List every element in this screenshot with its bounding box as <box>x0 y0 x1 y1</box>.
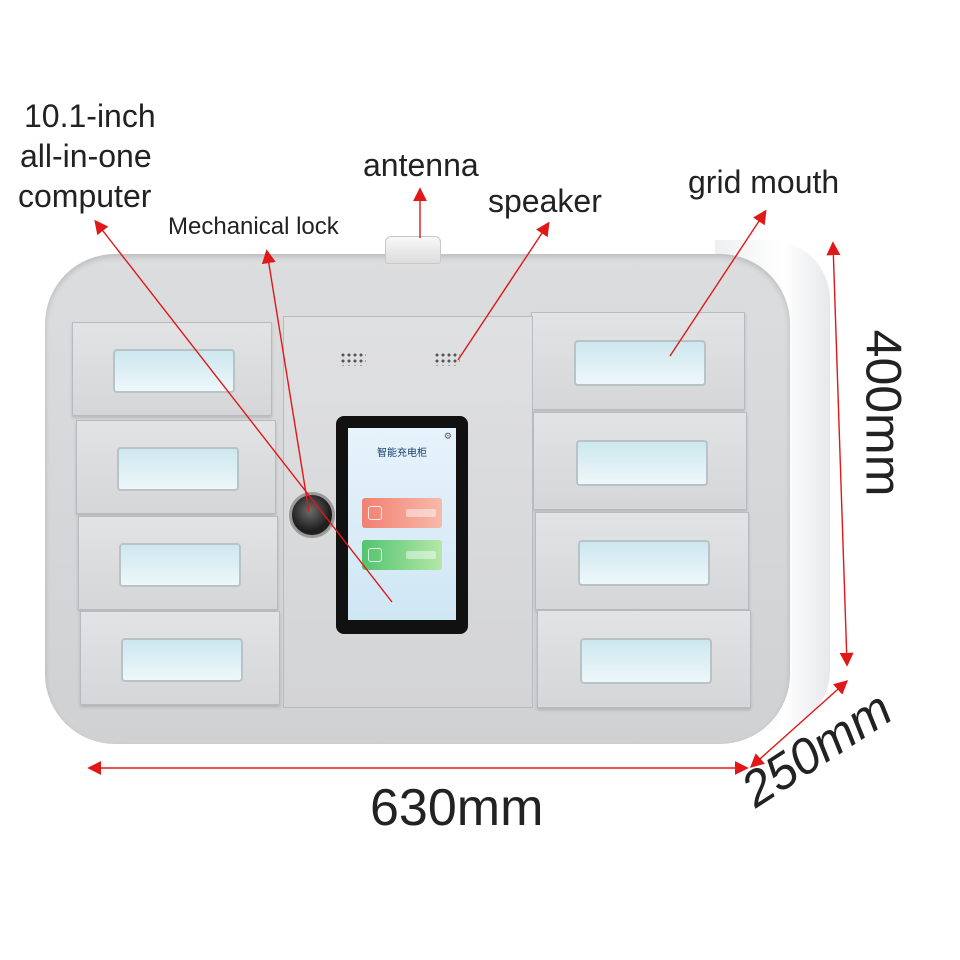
lock-icon[interactable] <box>289 492 335 538</box>
locker-window <box>578 539 710 587</box>
mechanical-lock-label: Mechanical lock <box>168 213 339 240</box>
height-dimension-label: 400mm <box>855 329 912 497</box>
locker-window <box>120 637 244 683</box>
battery-icon <box>368 506 382 520</box>
computer-label-line3: computer <box>18 178 152 214</box>
speaker-label: speaker <box>488 183 602 219</box>
locker-window <box>112 348 236 394</box>
width-dimension-label: 630mm <box>370 779 544 837</box>
screen-title: 智能充电柜 <box>377 448 427 459</box>
grid-mouth-label: grid mouth <box>688 164 840 200</box>
speaker-icon <box>434 352 460 366</box>
height-dimension-arrow <box>826 241 854 667</box>
locker-door <box>533 412 747 510</box>
locker-door <box>76 420 276 514</box>
screen-red-button[interactable] <box>362 498 442 528</box>
screen-green-button[interactable] <box>362 540 442 570</box>
locker-window <box>576 439 708 487</box>
locker-door <box>72 322 272 416</box>
antenna-icon <box>385 236 441 264</box>
button-text-placeholder <box>406 551 436 559</box>
locker-door <box>78 516 278 610</box>
touch-screen-frame: ⚙ 智能充电柜 <box>336 416 468 634</box>
locker-window <box>118 542 242 588</box>
locker-door <box>537 610 751 708</box>
computer-label-line2: all-in-one <box>20 138 152 174</box>
gear-icon[interactable]: ⚙ <box>443 431 452 441</box>
touch-screen[interactable]: ⚙ 智能充电柜 <box>348 428 456 620</box>
locker-window <box>580 637 712 685</box>
locker-window <box>574 339 706 387</box>
locker-window <box>116 446 240 492</box>
button-text-placeholder <box>406 509 436 517</box>
locker-door <box>80 611 280 705</box>
antenna-label: antenna <box>363 147 479 183</box>
phone-icon <box>368 548 382 562</box>
speaker-icon <box>340 352 366 366</box>
computer-label-line1: 10.1-inch <box>24 98 156 134</box>
locker-door <box>535 512 749 610</box>
locker-door <box>531 312 745 410</box>
